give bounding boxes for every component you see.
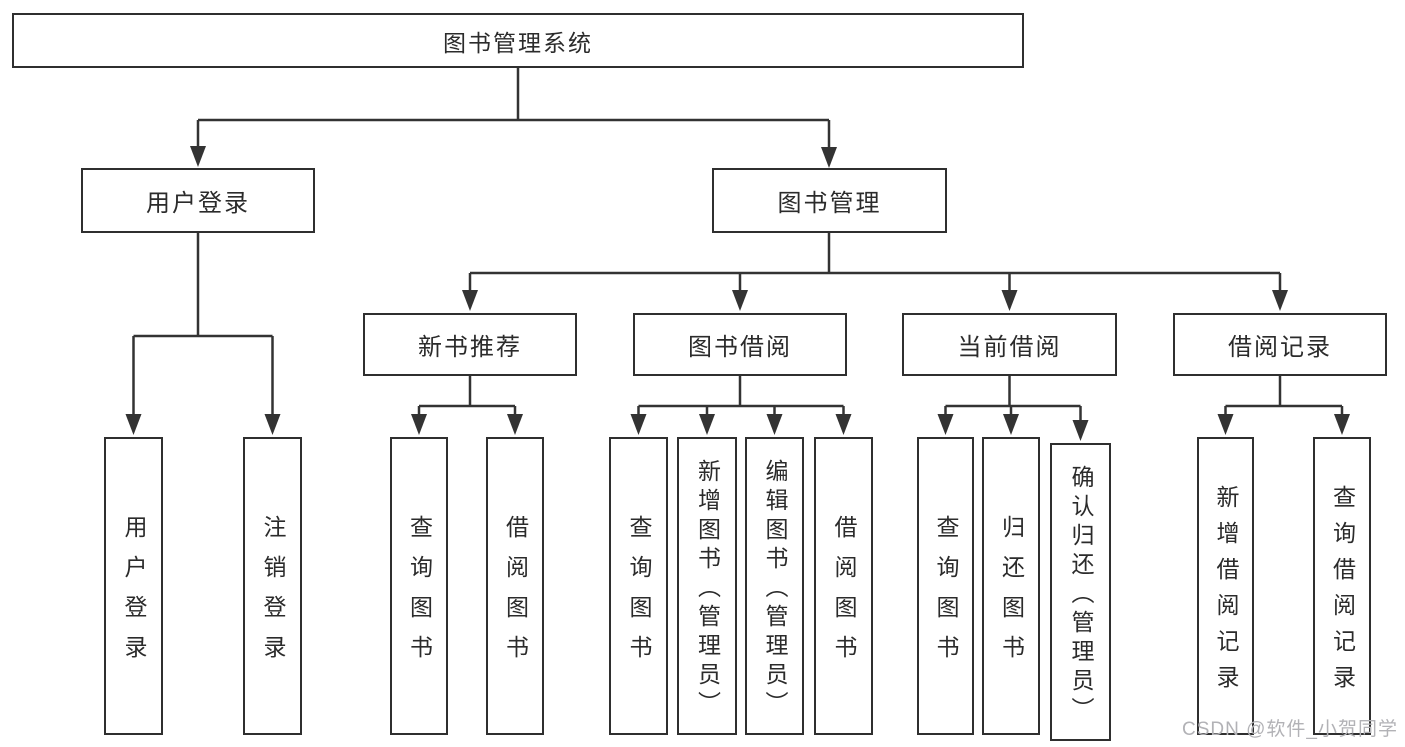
leaf-nb-borrow-books-label: 借阅图书 [502, 514, 529, 675]
node-borrowing-records: 借阅记录 [1173, 313, 1387, 376]
leaf-br-add-record: 新增借阅记录 [1197, 437, 1254, 735]
edge-records-children [1224, 376, 1344, 418]
arrowhead-icon [937, 414, 954, 435]
leaf-bb-borrow-books: 借阅图书 [814, 437, 873, 735]
arrowhead-icon [190, 146, 206, 167]
arrowheads [125, 146, 1350, 441]
node-user-login: 用户登录 [81, 168, 315, 233]
node-current-borrowing-label: 当前借阅 [957, 334, 1062, 361]
leaf-logout-label: 注销登录 [260, 514, 286, 675]
node-user-login-label: 用户登录 [146, 190, 250, 217]
watermark: CSDN @软件_小贺同学 [1182, 719, 1398, 740]
edge-user-login-children [132, 233, 274, 418]
arrowhead-icon [411, 414, 427, 435]
arrowhead-icon [1334, 414, 1350, 435]
node-library-system-label: 图书管理系统 [443, 29, 593, 56]
leaf-bb-add-book-admin: 新增图书（管理员） [677, 437, 737, 735]
node-book-management-label: 图书管理 [777, 190, 882, 217]
leaf-bb-borrow-books-label: 借阅图书 [831, 514, 857, 675]
edge-current-borrow-children [944, 376, 1082, 424]
leaf-bb-edit-book-admin-label: 编辑图书（管理员） [762, 458, 788, 720]
leaf-bb-edit-book-admin: 编辑图书（管理员） [745, 437, 804, 735]
arrowhead-icon [766, 414, 783, 435]
node-new-book-recommend-label: 新书推荐 [418, 334, 522, 361]
arrowhead-icon [699, 414, 715, 435]
leaf-cb-confirm-return-admin-label: 确认归还（管理员） [1068, 464, 1094, 726]
leaf-bb-query-books: 查询图书 [609, 437, 668, 735]
leaf-cb-return-books-label: 归还图书 [998, 514, 1025, 675]
leaf-nb-borrow-books: 借阅图书 [486, 437, 544, 735]
node-book-borrowing-label: 图书借阅 [688, 334, 792, 361]
leaf-cb-query-books-label: 查询图书 [933, 514, 959, 675]
node-book-borrowing: 图书借阅 [633, 313, 847, 376]
arrowhead-icon [462, 290, 478, 311]
leaf-user-login: 用户登录 [104, 437, 163, 735]
leaf-bb-query-books-label: 查询图书 [626, 514, 652, 675]
arrowhead-icon [835, 414, 852, 435]
arrowhead-icon [125, 414, 142, 435]
leaf-cb-confirm-return-admin: 确认归还（管理员） [1050, 443, 1111, 741]
leaf-nb-query-books-label: 查询图书 [406, 514, 433, 675]
leaf-bb-add-book-admin-label: 新增图书（管理员） [694, 458, 721, 720]
node-current-borrowing: 当前借阅 [902, 313, 1117, 376]
arrowhead-icon [1003, 414, 1019, 435]
arrowhead-icon [507, 414, 523, 435]
leaf-user-login-label: 用户登录 [121, 514, 147, 675]
arrowhead-icon [1001, 290, 1018, 311]
leaf-br-query-record-label: 查询借阅记录 [1329, 484, 1356, 701]
leaf-br-query-record: 查询借阅记录 [1313, 437, 1371, 735]
arrowhead-icon [630, 414, 647, 435]
leaf-br-add-record-label: 新增借阅记录 [1213, 484, 1239, 701]
arrowhead-icon [1272, 290, 1288, 311]
node-library-system: 图书管理系统 [12, 13, 1024, 68]
arrowhead-icon [732, 290, 748, 311]
arrowhead-icon [1072, 420, 1089, 441]
node-book-management: 图书管理 [712, 168, 947, 233]
node-new-book-recommend: 新书推荐 [363, 313, 577, 376]
leaf-logout: 注销登录 [243, 437, 302, 735]
leaf-nb-query-books: 查询图书 [390, 437, 448, 735]
arrowhead-icon [1217, 414, 1234, 435]
edge-new-book-children [417, 376, 517, 418]
leaf-cb-return-books: 归还图书 [982, 437, 1040, 735]
edge-root-to-level2 [196, 68, 831, 150]
leaf-cb-query-books: 查询图书 [917, 437, 974, 735]
node-borrowing-records-label: 借阅记录 [1228, 334, 1332, 361]
edge-book-mgmt-children [468, 233, 1282, 294]
edge-book-borrow-children [637, 376, 845, 418]
arrowhead-icon [821, 147, 837, 168]
arrowhead-icon [264, 414, 281, 435]
